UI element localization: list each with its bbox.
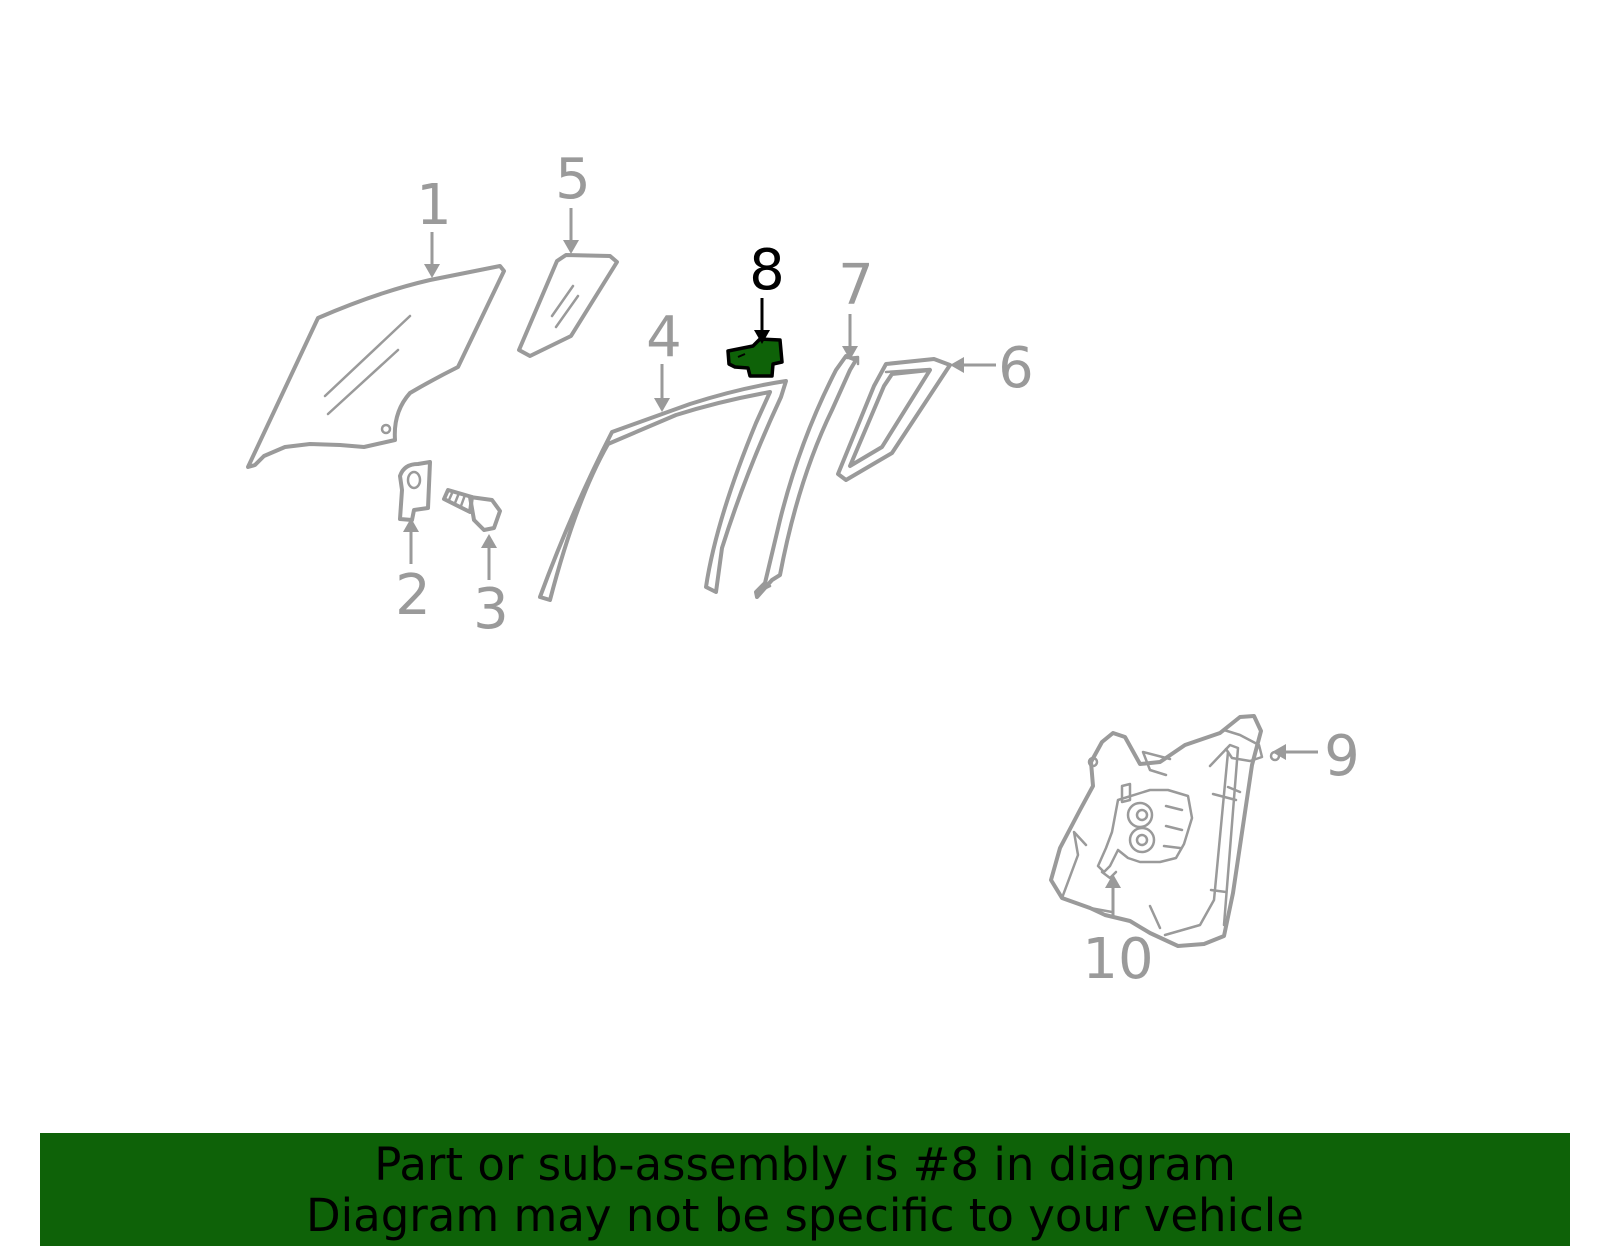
part-1-door-glass — [246, 264, 506, 469]
part-4-run-channel — [538, 379, 788, 602]
part-3-bolt — [442, 488, 502, 532]
callout-8: 8 — [749, 238, 785, 344]
callout-2-label: 2 — [395, 563, 431, 628]
banner-line-1: Part or sub-assembly is #8 in diagram — [374, 1137, 1236, 1191]
callout-9: 9 — [1272, 724, 1360, 789]
part-5-quarter-glass — [517, 253, 619, 358]
callout-6: 6 — [950, 336, 1034, 401]
callout-7: 7 — [838, 253, 874, 360]
part-9-regulator — [1049, 714, 1281, 948]
callout-1-label: 1 — [416, 173, 452, 238]
part-8-highlighted — [726, 337, 784, 378]
part-10-motor — [1096, 782, 1194, 880]
callout-4-label: 4 — [646, 305, 682, 370]
callout-3: 3 — [473, 534, 509, 642]
callout-10-label: 10 — [1082, 927, 1153, 992]
part-2-bracket — [398, 460, 432, 522]
callout-6-label: 6 — [998, 336, 1034, 401]
callout-5: 5 — [555, 147, 591, 254]
callout-10: 10 — [1082, 874, 1154, 992]
callout-8-label: 8 — [749, 238, 785, 303]
part-6-vent-frame — [836, 357, 952, 482]
callout-4: 4 — [646, 305, 682, 412]
callout-7-label: 7 — [838, 253, 874, 318]
callout-2: 2 — [395, 518, 431, 628]
callout-1: 1 — [416, 173, 452, 278]
banner-line-2: Diagram may not be specific to your vehi… — [306, 1188, 1304, 1242]
callout-9-label: 9 — [1324, 724, 1360, 789]
callout-5-label: 5 — [555, 147, 591, 212]
callout-3-label: 3 — [473, 577, 509, 642]
info-banner: Part or sub-assembly is #8 in diagram Di… — [40, 1133, 1570, 1246]
